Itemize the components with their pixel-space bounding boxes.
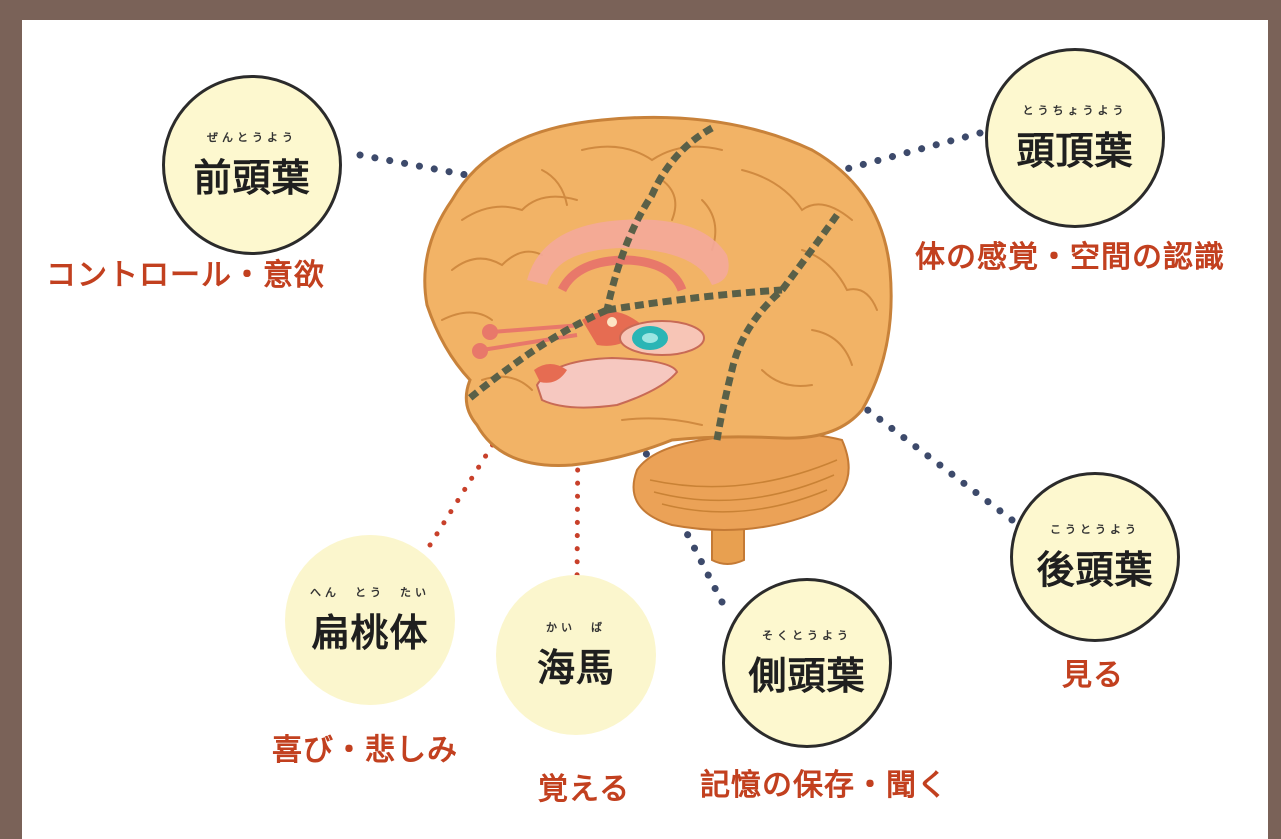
parietal-lobe-caption: 体の感覚・空間の認識 <box>915 232 1225 276</box>
occipital-lobe-bubble: こうとうよう 後頭葉 <box>1010 472 1180 642</box>
parietal-lobe-name: 頭頂葉 <box>1016 120 1133 175</box>
frontal-lobe-ruby: ぜんとうよう <box>207 129 297 145</box>
connector-occipital <box>844 392 1012 520</box>
temporal-lobe-bubble: そくとうよう 側頭葉 <box>722 578 892 748</box>
amygdala-ruby: へん とう たい <box>310 584 430 600</box>
frontal-lobe-name: 前頭葉 <box>193 147 310 202</box>
frontal-lobe-bubble: ぜんとうよう 前頭葉 <box>162 75 342 255</box>
amygdala-caption: 喜び・悲しみ <box>272 725 458 769</box>
parietal-lobe-ruby: とうちょうよう <box>1023 102 1128 118</box>
amygdala-bubble: へん とう たい 扁桃体 <box>285 535 455 705</box>
hippocampus-caption: 覚える <box>538 764 630 808</box>
hippocampus-name: 海馬 <box>537 637 615 692</box>
amygdala-name: 扁桃体 <box>311 602 428 657</box>
temporal-lobe-name: 側頭葉 <box>748 645 865 700</box>
temporal-lobe-ruby: そくとうよう <box>762 627 852 643</box>
occipital-lobe-name: 後頭葉 <box>1036 539 1153 594</box>
frontal-lobe-caption: コントロール・意欲 <box>46 250 325 294</box>
hippocampus-bubble: かい ば 海馬 <box>496 575 656 735</box>
temporal-lobe-caption: 記憶の保存・聞く <box>700 760 948 804</box>
cerebellum <box>634 433 849 531</box>
occipital-lobe-ruby: こうとうよう <box>1050 521 1140 537</box>
cerebrum <box>425 117 891 465</box>
hippocampus-ruby: かい ば <box>546 619 606 635</box>
parietal-lobe-bubble: とうちょうよう 頭頂葉 <box>985 48 1165 228</box>
diagram-frame: ぜんとうよう 前頭葉 コントロール・意欲 とうちょうよう 頭頂葉 体の感覚・空間… <box>22 20 1268 839</box>
occipital-lobe-caption: 見る <box>1062 650 1124 694</box>
